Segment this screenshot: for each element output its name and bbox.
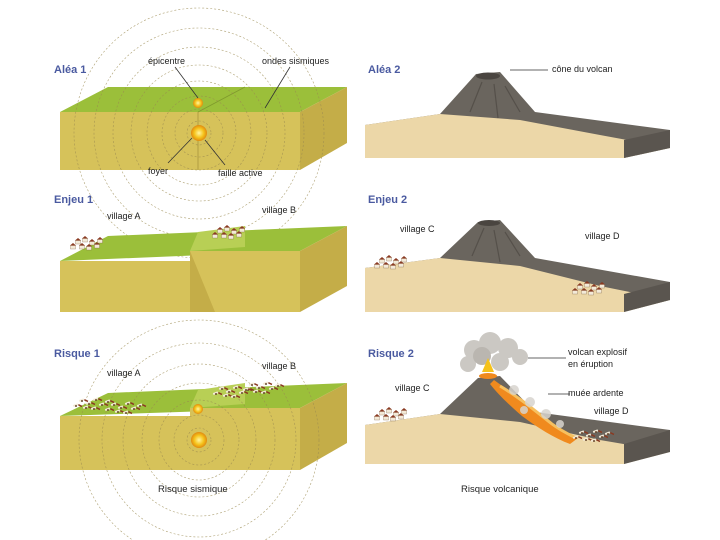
panel-risque2: Risque 2 volcan explosif en éruption mué… bbox=[365, 332, 670, 464]
label-ondes: ondes sismiques bbox=[262, 56, 330, 66]
label-epicentre: épicentre bbox=[148, 56, 185, 66]
ash-cloud bbox=[460, 332, 528, 372]
eruption-fire bbox=[482, 358, 494, 372]
panel-risque1: Risque 1 village A village B bbox=[54, 319, 347, 540]
label-village-c: village C bbox=[400, 224, 435, 234]
label-muee: muée ardente bbox=[568, 388, 624, 398]
block-front-left bbox=[60, 261, 190, 312]
label-village-a-risque: village A bbox=[107, 368, 141, 378]
panel-enjeu1: Enjeu 1 village A village B bbox=[54, 194, 347, 312]
label-faille: faille active bbox=[218, 168, 263, 178]
label-village-a: village A bbox=[107, 211, 141, 221]
panel-title-risque2: Risque 2 bbox=[368, 348, 414, 360]
block-top bbox=[60, 87, 347, 112]
panel-title-alea1: Aléa 1 bbox=[54, 64, 86, 76]
panel-enjeu2: Enjeu 2 village C village D bbox=[365, 194, 670, 312]
label-volcan-line2: en éruption bbox=[568, 359, 613, 369]
panel-title-enjeu1: Enjeu 1 bbox=[54, 194, 93, 206]
panel-alea2: Aléa 2 cône du volcan bbox=[365, 64, 670, 158]
village-a-houses bbox=[70, 236, 103, 250]
label-village-b: village B bbox=[262, 205, 296, 215]
label-village-d-risque: village D bbox=[594, 406, 629, 416]
panel-title-risque1: Risque 1 bbox=[54, 348, 100, 360]
panel-title-alea2: Aléa 2 bbox=[368, 64, 400, 76]
label-foyer: foyer bbox=[148, 166, 168, 176]
village-c-houses-risque bbox=[374, 407, 407, 421]
label-village-d: village D bbox=[585, 231, 620, 241]
label-cone: cône du volcan bbox=[552, 64, 613, 74]
seismic-waves-risque bbox=[78, 319, 320, 540]
foyer-marker bbox=[191, 125, 207, 141]
panel-title-enjeu2: Enjeu 2 bbox=[368, 194, 407, 206]
caption-risque-volcanique: Risque volcanique bbox=[461, 484, 539, 495]
label-village-c-risque: village C bbox=[395, 383, 430, 393]
caption-risque-sismique: Risque sismique bbox=[158, 484, 228, 495]
block-front bbox=[60, 112, 300, 170]
epicentre-marker bbox=[193, 98, 203, 108]
village-c-houses bbox=[374, 255, 407, 269]
label-volcan-line1: volcan explosif bbox=[568, 347, 628, 357]
panel-alea1: Aléa 1 épicentre ondes sismiques foyer f… bbox=[54, 7, 347, 259]
crater bbox=[476, 72, 500, 80]
block-side bbox=[300, 87, 347, 170]
label-village-b-risque: village B bbox=[262, 361, 296, 371]
sand-layer bbox=[365, 114, 670, 158]
block-front-right bbox=[190, 251, 300, 312]
